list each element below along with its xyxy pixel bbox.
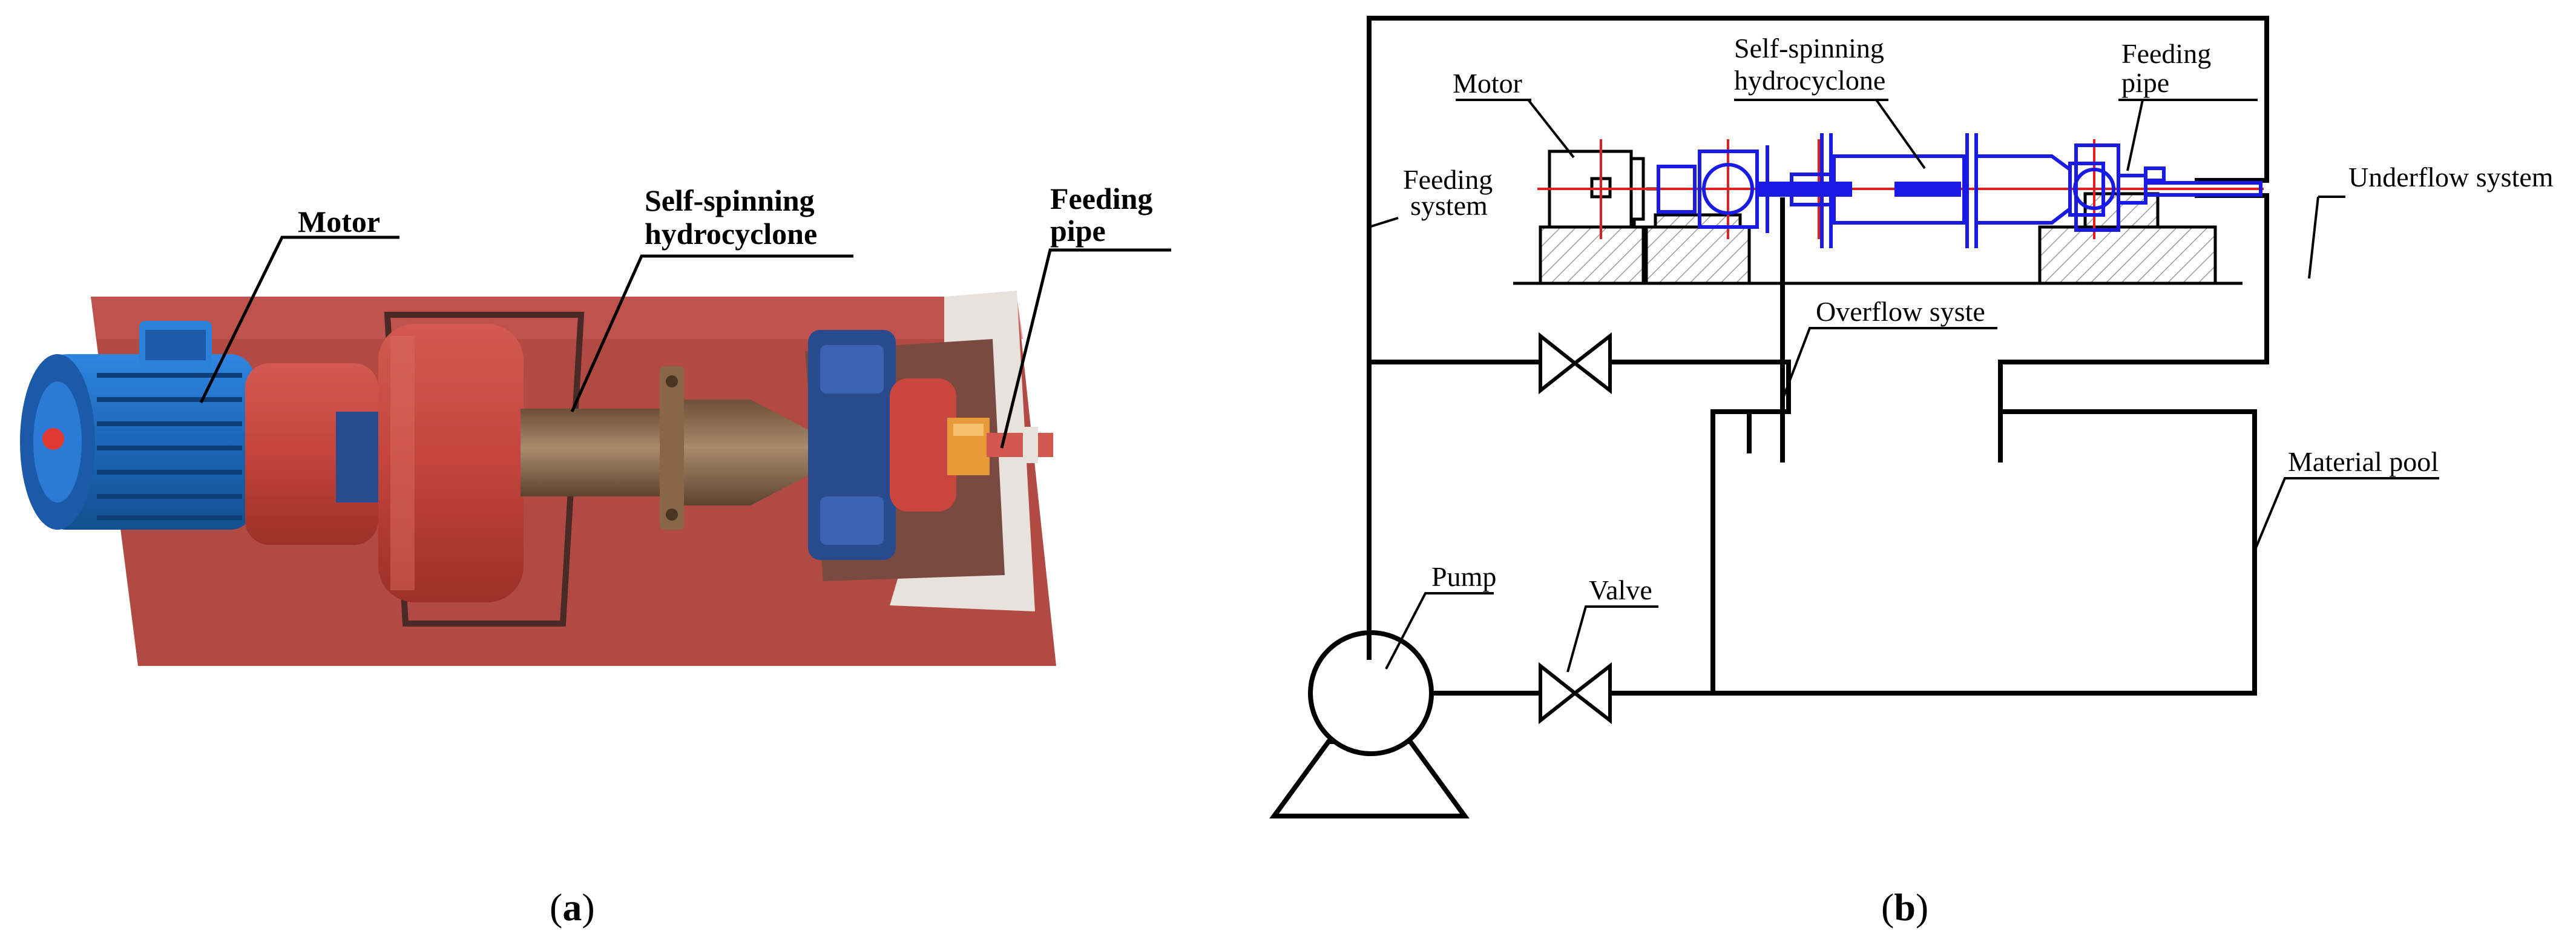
- overflow-system-label: Overflow syste: [1816, 296, 1985, 327]
- caption-b-letter: b: [1894, 886, 1916, 929]
- feeding-system-line: [1367, 16, 2269, 183]
- panel-b-feeding-label-1: Feeding: [2121, 38, 2211, 69]
- caption-a-letter: a: [562, 886, 582, 929]
- motor-photo: [20, 321, 254, 530]
- feeding-system-label-2: system: [1410, 190, 1488, 221]
- feeding-system-label-1: Feeding: [1403, 164, 1493, 195]
- caption-b-close: ): [1916, 886, 1928, 929]
- panel-b-hydrocyclone-label-2: hydrocyclone: [1734, 65, 1885, 96]
- panel-b-hydrocyclone-label-1: Self-spinning: [1734, 33, 1884, 64]
- panel-a-feeding-label-2: pipe: [1050, 214, 1106, 248]
- caption-a-open: (: [550, 886, 562, 929]
- panel-a-feeding-label-1: Feeding: [1050, 182, 1152, 216]
- panel-b-leaders: [1368, 99, 2439, 673]
- panel-b-feeding-label-2: pipe: [2121, 67, 2169, 98]
- panel-b-motor-label: Motor: [1453, 68, 1522, 99]
- panel-a-leaders: [199, 235, 1171, 449]
- panel-b-caption: (b): [1881, 886, 1928, 929]
- panel-a-hydrocyclone-label-2: hydrocyclone: [645, 217, 817, 251]
- coupling-housing-photo: [245, 363, 390, 545]
- underflow-system-label: Underflow system: [2348, 162, 2554, 193]
- panel-b-schematic: [1367, 16, 2269, 696]
- caption-b-open: (: [1881, 886, 1894, 929]
- material-pool: [1710, 409, 2257, 696]
- panel-a-caption: (a): [550, 886, 595, 929]
- panel-a-motor-label: Motor: [298, 205, 380, 239]
- bearing-block-photo: [808, 330, 956, 560]
- hydrocyclone-photo: [521, 366, 814, 530]
- schematic-rotor-fill: [1755, 182, 1961, 197]
- pump-label: Pump: [1431, 561, 1496, 592]
- upper-valve: [1539, 332, 1612, 395]
- caption-a-close: ): [582, 886, 594, 929]
- pump-symbol: [1269, 630, 1470, 818]
- lower-valve: [1539, 662, 1612, 725]
- feed-fitting-photo: [947, 418, 1053, 475]
- material-pool-label: Material pool: [2288, 446, 2439, 477]
- panel-a-hydrocyclone-label-1: Self-spinning: [645, 183, 815, 217]
- panel-a-photo: [20, 235, 1171, 666]
- valve-label: Valve: [1589, 575, 1652, 605]
- bearing-housing-photo: [378, 324, 524, 602]
